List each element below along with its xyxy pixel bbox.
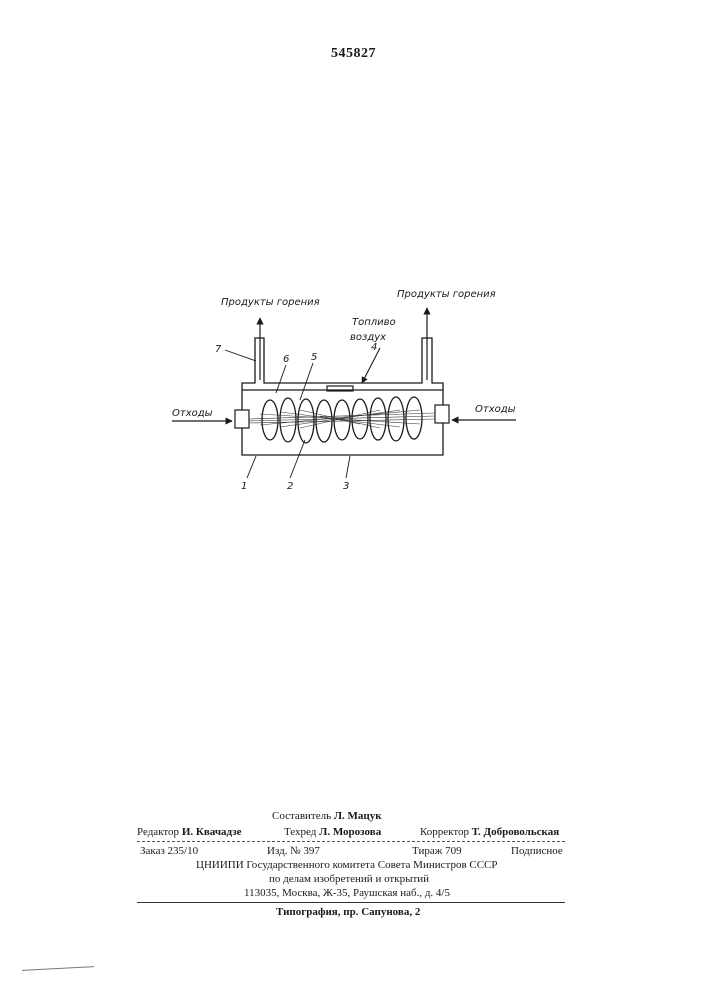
org-line-3: 113035, Москва, Ж-35, Раушская наб., д. … (244, 887, 450, 899)
circulation: Тираж 709 (412, 845, 462, 857)
edition-number: Изд. № 397 (267, 845, 320, 857)
org-line-2: по делам изобретений и открытий (269, 873, 429, 885)
printing-house: Типография, пр. Сапунова, 2 (276, 906, 420, 918)
techred-role: Техред (284, 826, 316, 838)
order-number: Заказ 235/10 (140, 845, 198, 857)
org-line-1: ЦНИИПИ Государственного комитета Совета … (196, 859, 498, 871)
corrector-name: Т. Добровольская (472, 826, 559, 838)
compiler-name: Л. Мацук (334, 810, 382, 822)
editor-role: Редактор (137, 826, 179, 838)
imprint-rule-bottom (137, 902, 565, 903)
imprint-rule-top (137, 841, 565, 842)
compiler-role: Составитель (272, 810, 331, 822)
corrector-line: Корректор Т. Добровольская (420, 826, 559, 838)
editor-name: И. Квачадзе (182, 826, 242, 838)
editor-line: Редактор И. Квачадзе (137, 826, 242, 838)
subscription: Подписное (511, 845, 563, 857)
techred-name: Л. Морозова (319, 826, 381, 838)
compiler-line: Составитель Л. Мацук (272, 810, 382, 822)
techred-line: Техред Л. Морозова (284, 826, 381, 838)
corrector-role: Корректор (420, 826, 469, 838)
